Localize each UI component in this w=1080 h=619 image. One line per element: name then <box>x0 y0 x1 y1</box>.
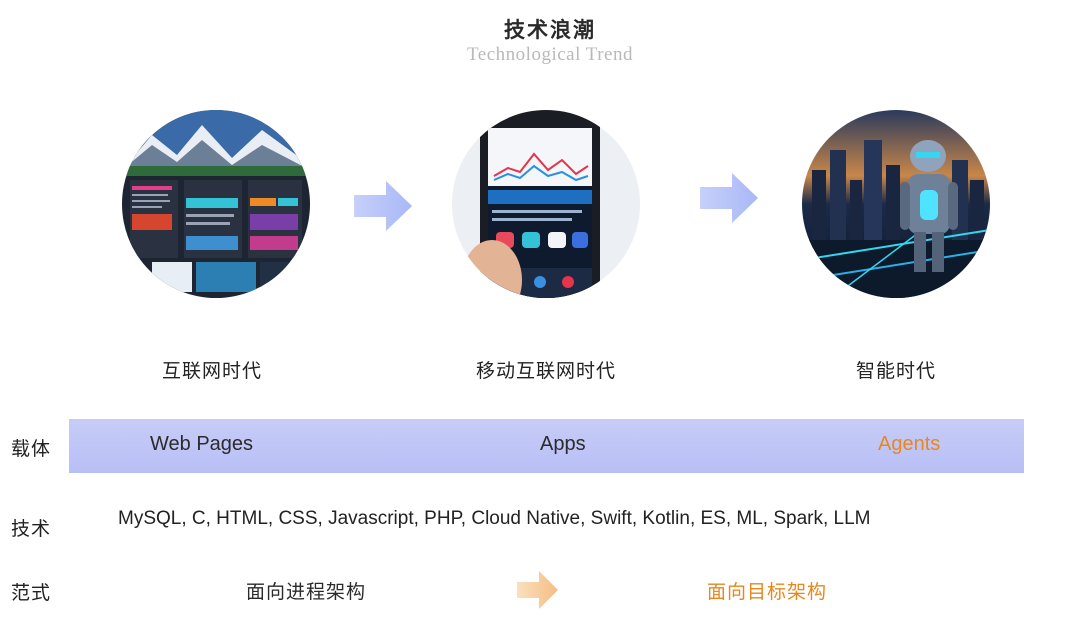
era-arrow-icon <box>354 181 412 231</box>
era-arrow-icon <box>700 173 758 223</box>
paradigm-from: 面向进程架构 <box>246 582 367 603</box>
paradigm-arrow-icon <box>517 571 558 609</box>
era-label-internet: 互联网时代 <box>161 361 262 382</box>
robot-city-image <box>802 110 990 298</box>
page-subtitle: Technological Trend <box>467 44 633 65</box>
carrier-apps: Apps <box>540 433 586 455</box>
carrier-web-pages: Web Pages <box>150 433 254 455</box>
era-label-intelligent: 智能时代 <box>855 361 936 382</box>
era-label-mobile-internet: 移动互联网时代 <box>475 361 616 382</box>
carrier-band <box>69 419 1024 473</box>
page-title: 技术浪潮 <box>504 17 596 42</box>
row-label-paradigm: 范式 <box>11 583 52 604</box>
technology-list: MySQL, C, HTML, CSS, Javascript, PHP, Cl… <box>118 508 871 529</box>
row-label-carrier: 载体 <box>11 439 52 460</box>
web-pages-image <box>122 110 310 298</box>
smartphone-image <box>452 110 640 298</box>
paradigm-to: 面向目标架构 <box>707 582 828 603</box>
row-label-technology: 技术 <box>11 519 52 540</box>
carrier-agents: Agents <box>878 433 941 455</box>
